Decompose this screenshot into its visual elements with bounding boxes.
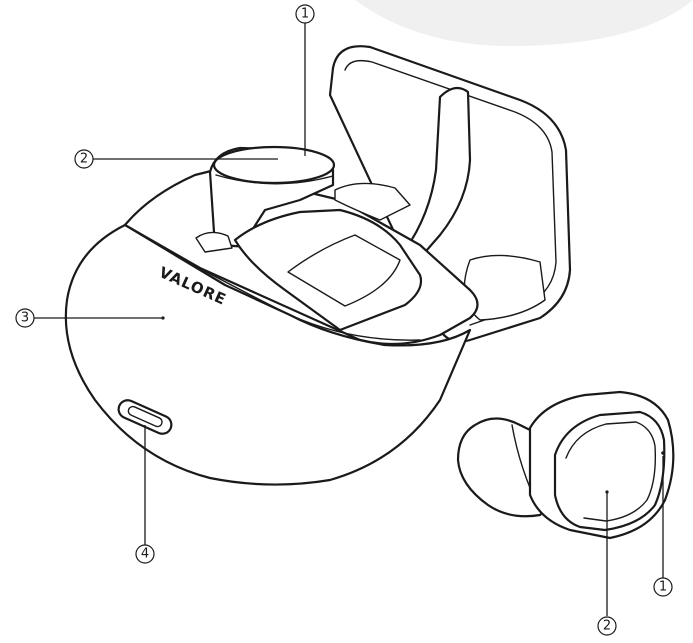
case-body-shade — [174, 254, 421, 341]
case-hinge — [403, 86, 472, 260]
callout-earbud-face: 2 — [603, 619, 611, 634]
case-lid-inner — [344, 59, 557, 326]
charging-case: VALORE — [64, 45, 572, 486]
usb-port-inner — [127, 405, 163, 428]
case-earbud-top-rim — [215, 174, 334, 185]
earbud-face-inner — [565, 421, 657, 522]
earbud-sensor-dot — [661, 451, 665, 455]
earbud-tip — [456, 417, 552, 518]
callout-case-lid-top: 1 — [301, 7, 309, 22]
case-seat — [334, 182, 411, 221]
callout-case-earbud-top: 2 — [80, 152, 88, 167]
case-earbud-top-face — [212, 145, 336, 185]
background-shape — [355, 0, 693, 47]
callout-case-body: 3 — [21, 311, 29, 326]
case-earbud-right-face — [287, 234, 401, 307]
callouts: 1 2 3 4 1 2 — [15, 4, 673, 636]
earbud — [456, 390, 675, 540]
callout-case-port: 4 — [141, 547, 149, 562]
case-seat-small — [195, 231, 233, 253]
callout-earbud-sensor: 1 — [659, 580, 667, 595]
